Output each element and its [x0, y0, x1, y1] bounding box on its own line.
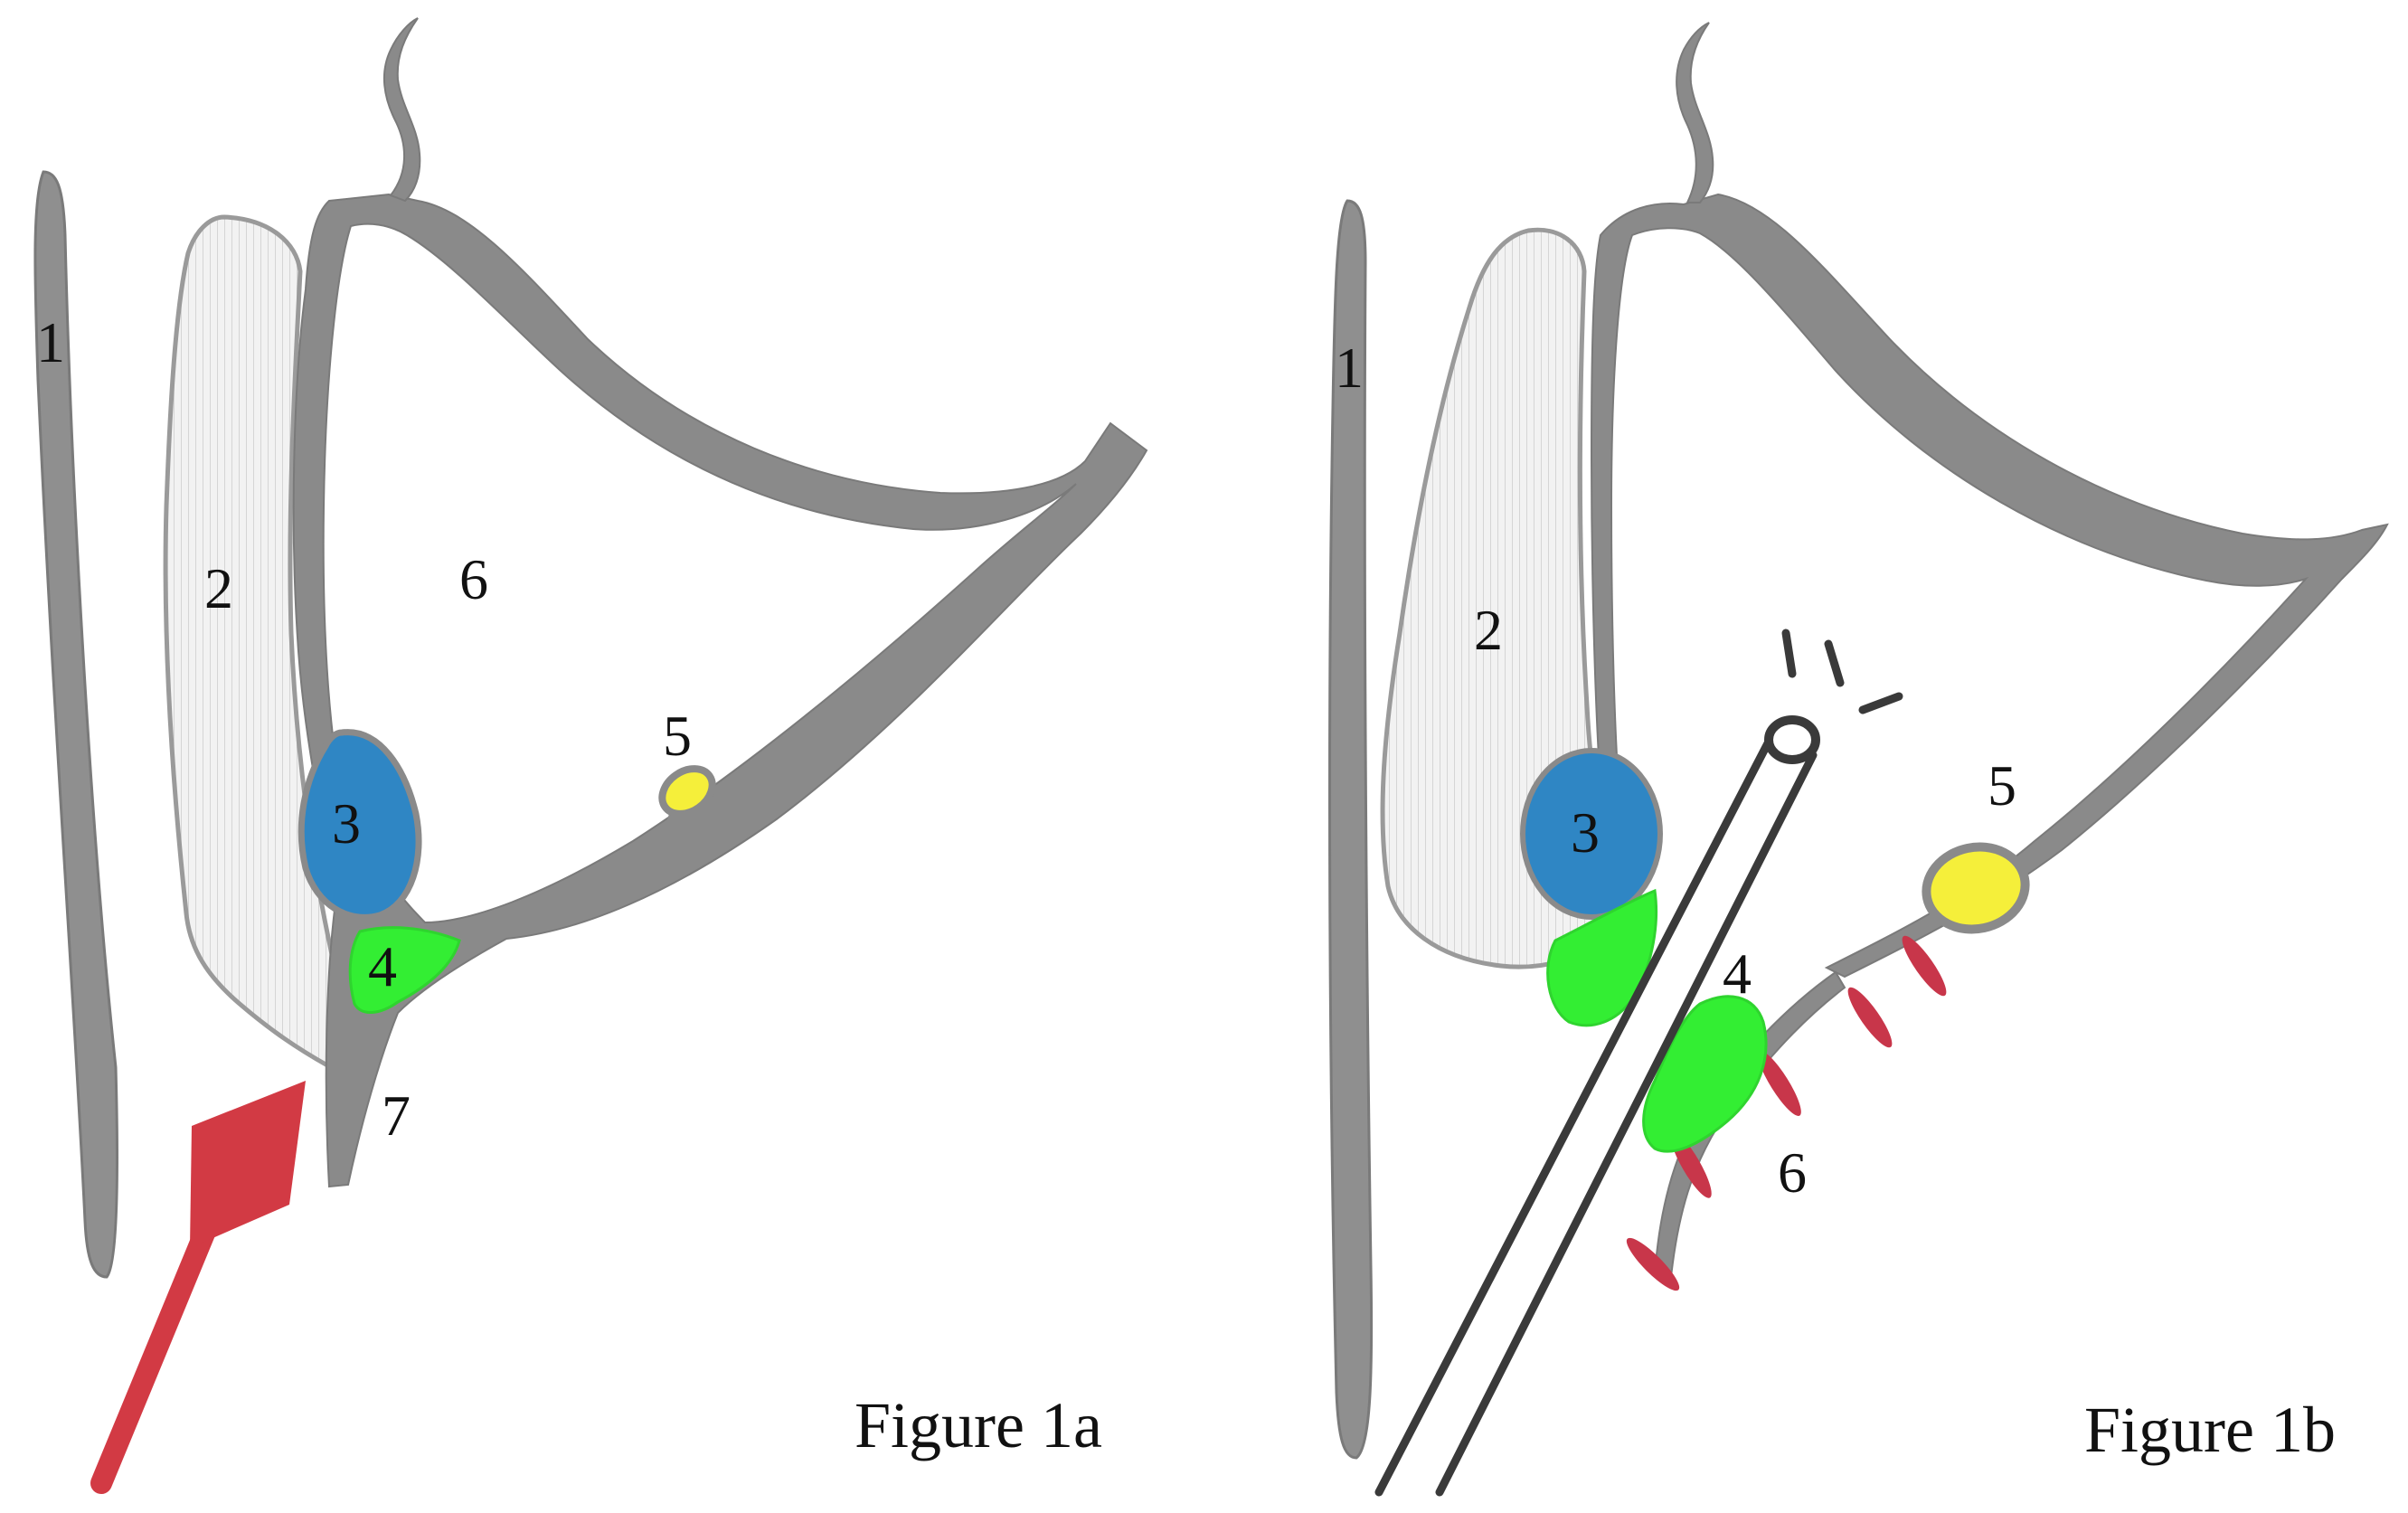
fig1a-structure-1	[33, 170, 119, 1279]
fig1b-structure-3-blue	[1520, 748, 1663, 920]
red-mark	[1758, 1050, 1801, 1117]
fig1b-label-2: 2	[1474, 598, 1503, 662]
fig1a-label-2: 2	[204, 556, 233, 620]
fig1a-structure-2	[163, 214, 337, 1069]
red-mark	[1626, 1237, 1680, 1291]
fig1b-structure-5-yellow	[1922, 842, 2030, 934]
fig1b-label-3: 3	[1571, 800, 1600, 865]
fig1b-structure-4-green-lower	[1642, 995, 1768, 1153]
fig1a-label-1: 1	[36, 310, 65, 374]
fig1a-structure-5-stalk	[624, 814, 680, 891]
fig1b-label-5: 5	[1988, 753, 2016, 818]
red-mark	[1847, 987, 1893, 1048]
fig1a-structure-3-blue	[297, 729, 422, 921]
red-mark	[1902, 935, 1947, 997]
fig1b-top-stalk	[1676, 22, 1714, 203]
fig1a-label-7: 7	[382, 1083, 411, 1148]
fig1b-triangle-outline	[1590, 193, 2389, 979]
fig1a-structure-4-green	[348, 926, 461, 1014]
fig1a-red-arrow	[90, 1081, 306, 1494]
fig1b-caption: Figure 1b	[2084, 1394, 2336, 1466]
fig1a-structure-5-yellow	[658, 765, 716, 818]
fig1b-structure-1	[1328, 199, 1374, 1460]
fig1a-triangle-outline	[292, 193, 1148, 1188]
fig1b-instrument-tip	[1764, 715, 1820, 764]
fig1a-top-stalk	[382, 17, 421, 203]
fig1b-label-1: 1	[1335, 336, 1364, 400]
figure-1a-panel: 1 2 3 4 5 6 7 Figure 1a	[33, 17, 1148, 1494]
fig1b-label-6: 6	[1778, 1140, 1807, 1205]
fig1b-instrument	[1374, 629, 1903, 1497]
fig1a-caption: Figure 1a	[855, 1389, 1102, 1461]
fig1b-label-4: 4	[1723, 941, 1752, 1006]
fig1a-label-4: 4	[368, 934, 397, 998]
fig1a-label-5: 5	[663, 704, 692, 768]
fig1a-label-6: 6	[459, 547, 488, 611]
figure-1b-panel: 1 2 3 4 5 6 Figure 1b	[1328, 22, 2389, 1497]
fig1a-label-3: 3	[332, 791, 361, 856]
